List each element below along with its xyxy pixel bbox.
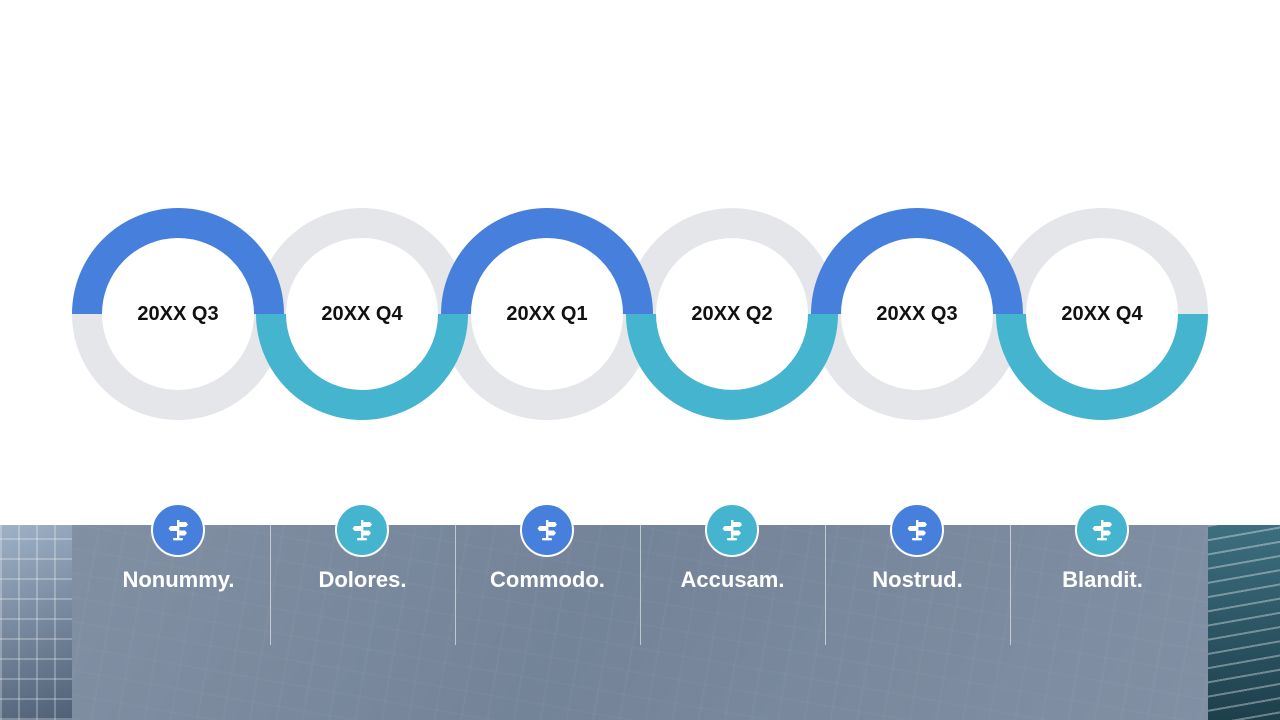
milestone-title-1: Nonummy. (122, 567, 235, 592)
ring-label-2: 20XX Q4 (321, 303, 403, 325)
building-photo-left (0, 525, 72, 720)
ring-arc-2 (256, 313, 468, 420)
ring-label-5: 20XX Q3 (876, 303, 958, 325)
signpost-icon (1075, 503, 1129, 557)
ring-label-1: 20XX Q3 (137, 303, 219, 325)
milestone-title-5: Nostrud. (872, 567, 963, 592)
ring-label-4: 20XX Q2 (691, 303, 773, 325)
ring-label-6: 20XX Q4 (1061, 303, 1143, 325)
building-photo-right (1208, 525, 1280, 720)
ring-label-3: 20XX Q1 (506, 303, 588, 325)
milestone-title-2: Dolores. (318, 567, 407, 592)
ring-track-1 (72, 313, 284, 420)
column-divider-2 (455, 525, 456, 645)
ring-track-4 (626, 208, 838, 315)
timeline-rings (72, 208, 1208, 420)
milestone-title-3: Commodo. (490, 567, 605, 592)
column-divider-3 (640, 525, 641, 645)
signpost-icon (151, 503, 205, 557)
column-divider-5 (1010, 525, 1011, 645)
ring-track-3 (441, 313, 653, 420)
ring-track-2 (256, 208, 468, 315)
ring-arc-5 (811, 208, 1023, 315)
column-divider-4 (825, 525, 826, 645)
ring-arc-6 (996, 313, 1208, 420)
signpost-icon (705, 503, 759, 557)
ring-track-5 (811, 313, 1023, 420)
ring-arc-3 (441, 208, 653, 315)
ring-track-6 (996, 208, 1208, 315)
column-divider-1 (270, 525, 271, 645)
milestone-title-4: Accusam. (680, 567, 785, 592)
ring-arc-4 (626, 313, 838, 420)
milestone-title-6: Blandit. (1062, 567, 1143, 592)
signpost-icon (520, 503, 574, 557)
signpost-icon (335, 503, 389, 557)
ring-arc-1 (72, 208, 284, 315)
signpost-icon (890, 503, 944, 557)
